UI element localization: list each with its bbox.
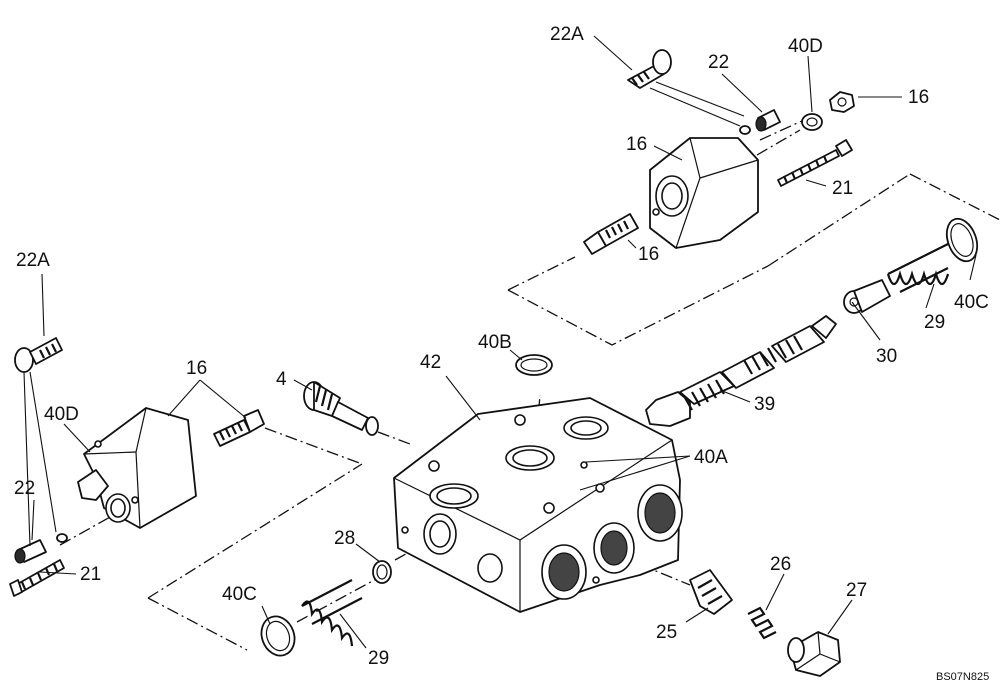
label-40d-top: 40D	[788, 36, 823, 57]
spring-29-left	[301, 579, 363, 647]
label-22a-top: 22A	[550, 24, 584, 45]
label-42: 42	[420, 352, 441, 373]
label-21-top: 21	[832, 178, 853, 199]
label-25: 25	[656, 622, 677, 643]
label-27: 27	[846, 580, 867, 601]
label-40c-right: 40C	[954, 292, 989, 313]
label-16-block-top: 16	[626, 134, 647, 155]
plug-27	[787, 631, 841, 677]
spool-39	[645, 315, 837, 427]
spring-26	[747, 606, 777, 640]
fitting-left	[213, 409, 265, 447]
plug-22-left	[14, 533, 68, 564]
valve-body	[393, 397, 683, 613]
screw-left	[9, 559, 65, 597]
label-29-right: 29	[924, 312, 945, 333]
oring-40c-left	[260, 615, 296, 657]
cap-22a-top	[627, 49, 672, 89]
label-21-left: 21	[80, 564, 101, 585]
nut-top	[829, 91, 855, 113]
label-28: 28	[334, 528, 355, 549]
drawing-reference: BS07N825	[936, 671, 989, 683]
label-39: 39	[754, 394, 775, 415]
washer-40d-top	[801, 113, 823, 131]
label-40b: 40B	[478, 332, 512, 353]
label-4: 4	[276, 369, 287, 390]
solenoid-block-left	[77, 407, 197, 529]
label-40d-left: 40D	[44, 404, 79, 425]
label-16-fitting-top: 16	[638, 244, 659, 265]
poppet-25	[689, 569, 733, 615]
washer-28	[372, 560, 392, 584]
label-16-nut-top: 16	[908, 87, 929, 108]
label-40a: 40A	[694, 447, 728, 468]
label-30: 30	[876, 346, 897, 367]
cap-22a-left	[14, 337, 63, 373]
label-22-top: 22	[708, 52, 729, 73]
label-22-left: 22	[14, 478, 35, 499]
oring-40b	[515, 354, 553, 376]
label-26: 26	[770, 554, 791, 575]
screw-top	[777, 139, 853, 187]
label-22a-left: 22A	[16, 250, 50, 271]
piston-30	[843, 279, 891, 314]
leader-lines	[23, 35, 977, 649]
label-29-left: 29	[368, 648, 389, 669]
plug-4	[303, 381, 379, 436]
plug-22-top	[739, 109, 781, 135]
label-16-left: 16	[186, 358, 207, 379]
oring-40c-right	[945, 217, 979, 263]
label-40c-left: 40C	[222, 584, 257, 605]
spring-29-right	[886, 243, 950, 293]
fitting-top	[583, 213, 639, 255]
part-labels: 22A 22 40D 16 16 21 16 40C 29 30 39 40B …	[14, 24, 989, 669]
solenoid-block-top	[649, 137, 759, 249]
